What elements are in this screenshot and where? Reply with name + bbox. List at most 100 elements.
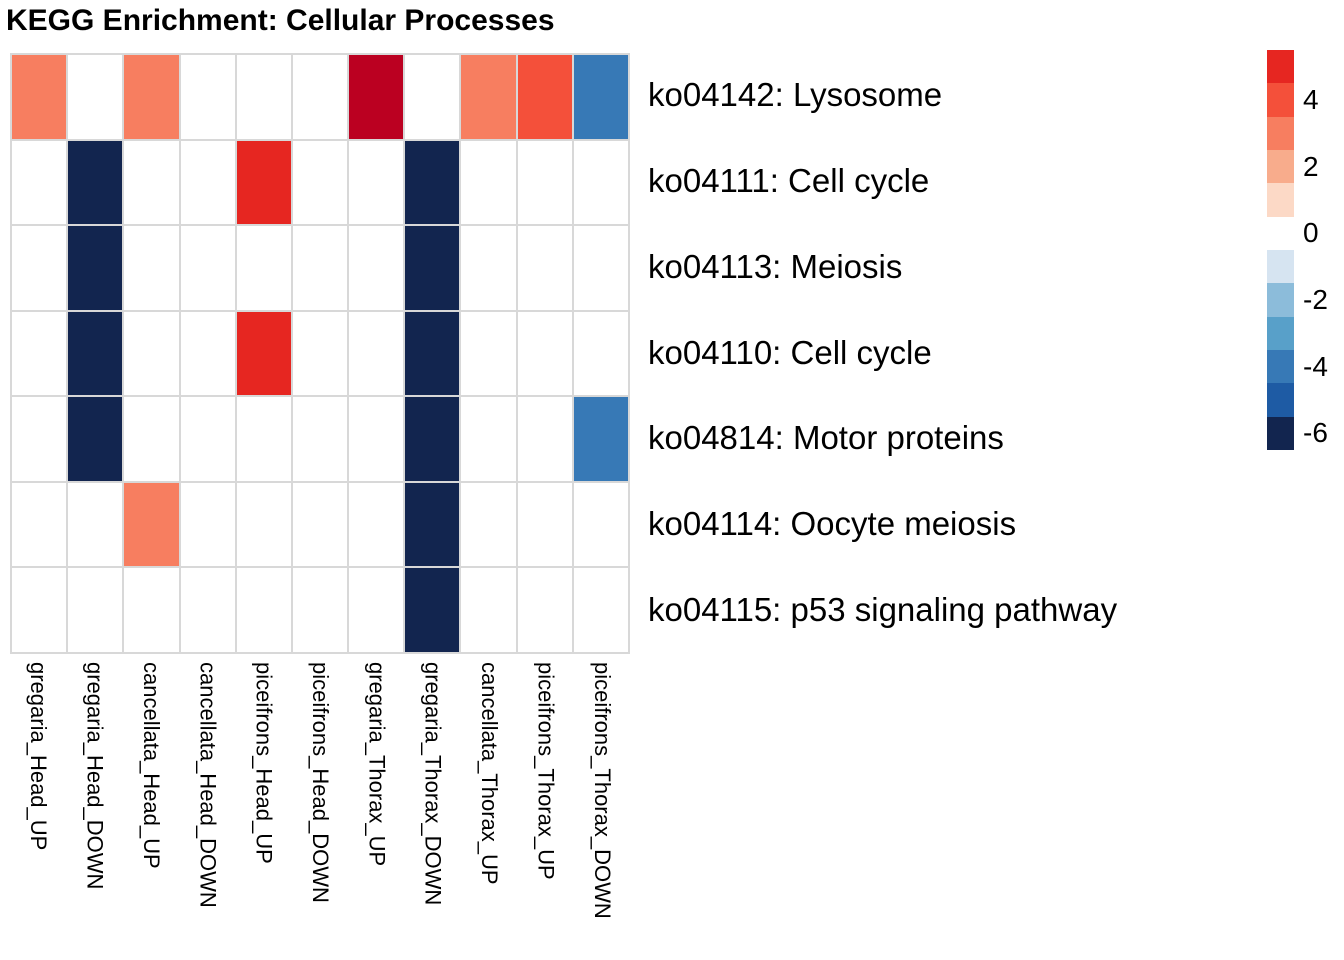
heatmap-cell bbox=[180, 482, 235, 567]
heatmap-cell bbox=[573, 140, 628, 225]
heatmap-cell bbox=[68, 311, 123, 396]
legend-color-block bbox=[1267, 183, 1294, 217]
heatmap-cell bbox=[68, 568, 123, 652]
heatmap-cell bbox=[12, 226, 67, 310]
heatmap-cell bbox=[461, 311, 516, 396]
legend-color-block bbox=[1267, 149, 1294, 184]
heatmap-cell bbox=[180, 55, 235, 139]
column-label: gregaria_Thorax_UP bbox=[364, 662, 390, 867]
heatmap-cell bbox=[124, 482, 179, 567]
heatmap-cell bbox=[236, 140, 291, 225]
heatmap-cell bbox=[517, 311, 572, 396]
legend-tick-label: 0 bbox=[1303, 217, 1319, 249]
heatmap-cell bbox=[68, 482, 123, 567]
heatmap-cell bbox=[124, 397, 179, 481]
heatmap-cell bbox=[236, 311, 291, 396]
row-label: ko04111: Cell cycle bbox=[648, 162, 930, 200]
heatmap-cell bbox=[124, 55, 179, 139]
heatmap-cell bbox=[461, 397, 516, 481]
heatmap-cell bbox=[405, 568, 460, 652]
heatmap-cell bbox=[292, 140, 348, 225]
heatmap-cell bbox=[68, 397, 123, 481]
heatmap-cell bbox=[12, 311, 67, 396]
heatmap-cell bbox=[349, 140, 404, 225]
heatmap-cell bbox=[68, 226, 123, 310]
heatmap-cell bbox=[349, 397, 404, 481]
heatmap-cell bbox=[517, 140, 572, 225]
heatmap-cell bbox=[180, 311, 235, 396]
row-label: ko04110: Cell cycle bbox=[648, 333, 932, 371]
heatmap-cell bbox=[573, 568, 628, 652]
heatmap-cell bbox=[405, 397, 460, 481]
heatmap-cell bbox=[124, 568, 179, 652]
row-label: ko04114: Oocyte meiosis bbox=[648, 505, 1017, 543]
heatmap-cell bbox=[461, 482, 516, 567]
heatmap-cell bbox=[236, 568, 291, 652]
heatmap-cell bbox=[349, 226, 404, 310]
heatmap-cell bbox=[517, 55, 572, 139]
heatmap-cell bbox=[124, 226, 179, 310]
row-label: ko04142: Lysosome bbox=[648, 76, 943, 114]
heatmap-cell bbox=[517, 226, 572, 310]
legend-color-block bbox=[1267, 216, 1294, 250]
legend-color-block bbox=[1267, 316, 1294, 350]
heatmap-cell bbox=[236, 55, 291, 139]
heatmap-cell bbox=[68, 140, 123, 225]
heatmap-cell bbox=[68, 55, 123, 139]
heatmap-cell bbox=[236, 397, 291, 481]
heatmap-cell bbox=[12, 482, 67, 567]
legend-tick-label: -6 bbox=[1303, 417, 1328, 449]
legend-color-block bbox=[1267, 249, 1294, 284]
legend-color-block bbox=[1267, 83, 1294, 117]
heatmap-cell bbox=[349, 311, 404, 396]
legend-color-block bbox=[1267, 116, 1294, 150]
column-label: cancellata_Thorax_UP bbox=[477, 662, 503, 885]
heatmap-cell bbox=[573, 55, 628, 139]
heatmap-cell bbox=[349, 55, 404, 139]
legend-color-block bbox=[1267, 283, 1294, 317]
heatmap-cell bbox=[180, 397, 235, 481]
heatmap-cell bbox=[517, 397, 572, 481]
heatmap-cell bbox=[405, 226, 460, 310]
heatmap-cell bbox=[461, 568, 516, 652]
row-label: ko04814: Motor proteins bbox=[648, 419, 1004, 457]
legend-tick-label: -2 bbox=[1303, 284, 1328, 315]
heatmap-cell bbox=[124, 311, 179, 396]
legend-tick-label: -4 bbox=[1303, 350, 1328, 382]
heatmap-cell bbox=[236, 482, 291, 567]
heatmap-cell bbox=[517, 482, 572, 567]
heatmap-cell bbox=[292, 226, 348, 310]
legend-color-block bbox=[1267, 50, 1294, 84]
heatmap-cell bbox=[573, 311, 628, 396]
heatmap-grid bbox=[10, 53, 630, 654]
heatmap-cell bbox=[180, 568, 235, 652]
heatmap-cell bbox=[292, 55, 348, 139]
legend-tick-label: 2 bbox=[1303, 150, 1319, 182]
row-label: ko04115: p53 signaling pathway bbox=[648, 591, 1118, 629]
heatmap-cell bbox=[461, 140, 516, 225]
column-label: gregaria_Head_DOWN bbox=[82, 662, 108, 890]
legend-color-block bbox=[1267, 383, 1294, 417]
column-label: gregaria_Head_UP bbox=[26, 662, 52, 851]
heatmap-cell bbox=[349, 568, 404, 652]
column-label: gregaria_Thorax_DOWN bbox=[420, 662, 446, 906]
heatmap-cell bbox=[405, 311, 460, 396]
heatmap-cell bbox=[405, 140, 460, 225]
heatmap-cell bbox=[573, 226, 628, 310]
heatmap-cell bbox=[292, 568, 348, 652]
column-label: piceifrons_Head_DOWN bbox=[308, 662, 333, 903]
legend-color-block bbox=[1267, 349, 1294, 384]
heatmap-cell bbox=[236, 226, 291, 310]
heatmap-cell bbox=[349, 482, 404, 567]
legend-colorbar bbox=[1267, 50, 1294, 450]
column-label: cancellata_Head_DOWN bbox=[195, 662, 221, 908]
heatmap-cell bbox=[405, 55, 460, 139]
column-label: piceifrons_Head_UP bbox=[251, 662, 277, 864]
legend-color-block bbox=[1267, 416, 1294, 450]
row-label: ko04113: Meiosis bbox=[648, 247, 903, 285]
heatmap-cell bbox=[461, 55, 516, 139]
heatmap-cell bbox=[180, 226, 235, 310]
legend-tick-label: 4 bbox=[1303, 84, 1319, 115]
heatmap-cell bbox=[12, 55, 67, 139]
